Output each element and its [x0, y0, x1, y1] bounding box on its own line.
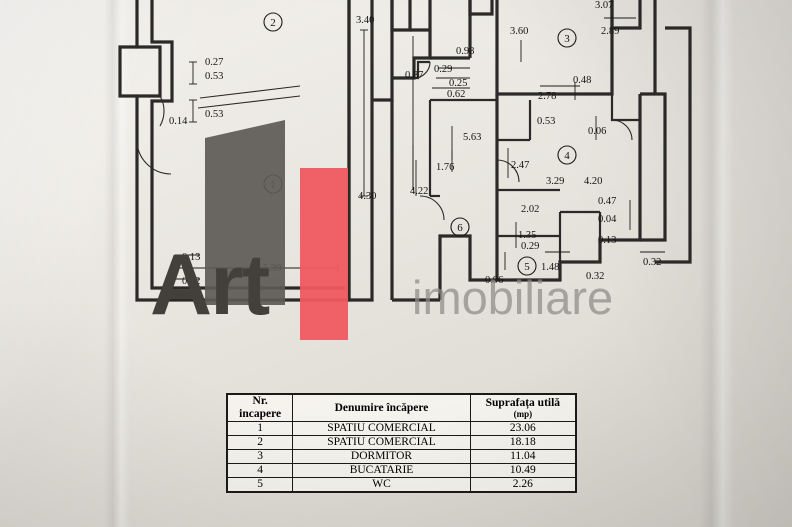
dim-2-47: 2.47: [511, 160, 529, 171]
table-row: 4 BUCATARIE 10.49: [226, 463, 577, 478]
dim-4-22: 4.22: [410, 186, 428, 197]
room-marker-4: 4: [557, 145, 577, 165]
header-area-line1: Suprafața utilă: [485, 397, 561, 409]
room-number-3: 3: [564, 33, 570, 45]
cell-nr: 1: [226, 421, 294, 436]
header-area: Suprafața utilă (mp): [469, 394, 577, 422]
table-row: 5 WC 2.26: [226, 477, 577, 492]
dim-1-48: 1.48: [541, 262, 559, 273]
dim-0-48: 0.48: [573, 75, 591, 86]
room-schedule-table: Nr. incapere Denumire încăpere Suprafața…: [226, 393, 577, 493]
cell-name: BUCATARIE: [292, 463, 471, 478]
cell-name: DORMITOR: [292, 449, 471, 464]
cell-area: 10.49: [469, 463, 577, 478]
table-row: 3 DORMITOR 11.04: [226, 449, 577, 464]
dim-0-62: 0.62: [447, 89, 465, 100]
dim-0-47: 0.47: [598, 196, 616, 207]
room-marker-5: 5: [517, 256, 537, 276]
header-nr-line2: incapere: [239, 408, 282, 420]
watermark-red-slab: [300, 168, 348, 340]
dim-0-53b: 0.53: [205, 109, 223, 120]
cell-nr: 2: [226, 435, 294, 450]
table-row: 1 SPATIU COMERCIAL 23.06: [226, 421, 577, 436]
cell-area: 18.18: [469, 435, 577, 450]
cell-nr: 4: [226, 463, 294, 478]
cell-nr: 3: [226, 449, 294, 464]
header-nr-line1: Nr.: [252, 395, 268, 407]
dim-0-13b: 0.13: [598, 235, 616, 246]
dim-3-60: 3.60: [510, 26, 528, 37]
dim-3-40: 3.40: [356, 15, 374, 26]
room-number-5: 5: [524, 261, 530, 273]
cell-name: WC: [292, 477, 471, 492]
door-swings: [136, 61, 633, 221]
dim-0-32c: 0.32: [643, 257, 661, 268]
dim-1-76: 1.76: [436, 162, 454, 173]
dim-0-53a: 0.53: [205, 71, 223, 82]
cell-area: 11.04: [469, 449, 577, 464]
dim-3-29: 3.29: [546, 176, 564, 187]
table-header-row: Nr. incapere Denumire încăpere Suprafața…: [226, 394, 577, 422]
dim-0-87: 0.87: [405, 70, 423, 81]
dim-0-98: 0.98: [456, 46, 474, 57]
dim-2-89: 2.89: [601, 26, 619, 37]
dim-5-63: 5.63: [463, 132, 481, 143]
dim-0-53c: 0.53: [537, 116, 555, 127]
dim-1-35: 1.35: [518, 230, 536, 241]
dim-0-32b: 0.32: [586, 271, 604, 282]
dim-0-29: 0.29: [434, 64, 452, 75]
cell-area: 2.26: [469, 477, 577, 492]
dim-0-04: 0.04: [598, 214, 617, 225]
wall-outline: [118, 0, 692, 302]
cell-name: SPATIU COMERCIAL: [292, 435, 471, 450]
dim-2-78: 2.78: [538, 91, 556, 102]
room-number-6: 6: [457, 222, 463, 234]
watermark-grey-slab: [205, 120, 285, 305]
wall-inner-partitions: [392, 60, 640, 262]
cell-nr: 5: [226, 477, 294, 492]
dim-4-30: 4.30: [358, 191, 376, 202]
dim-0-13: 0.13: [182, 252, 200, 263]
hatch-lines: [197, 85, 301, 109]
dim-0-25: 0.25: [449, 78, 467, 89]
dim-0-14: 0.14: [169, 116, 188, 127]
dim-0-29b: 0.29: [521, 241, 539, 252]
table-row: 2 SPATIU COMERCIAL 18.18: [226, 435, 577, 450]
room-marker-2: 2: [263, 12, 283, 32]
room-marker-6: 6: [450, 217, 470, 237]
dim-2-02: 2.02: [521, 204, 539, 215]
dim-3-07: 3.07: [595, 0, 613, 11]
cell-name: SPATIU COMERCIAL: [292, 421, 471, 436]
dim-0-96: 0.96: [485, 275, 503, 286]
room-number-2: 2: [270, 17, 276, 29]
dim-4-20: 4.20: [584, 176, 602, 187]
header-name: Denumire încăpere: [292, 394, 471, 422]
header-area-unit: (mp): [513, 409, 533, 419]
dim-0-32: 0.32: [182, 276, 200, 287]
dim-0-06: 0.06: [588, 126, 606, 137]
room-number-4: 4: [564, 150, 570, 162]
cell-area: 23.06: [469, 421, 577, 436]
header-nr: Nr. incapere: [226, 394, 294, 422]
room-marker-3: 3: [557, 28, 577, 48]
dim-0-27: 0.27: [205, 57, 223, 68]
